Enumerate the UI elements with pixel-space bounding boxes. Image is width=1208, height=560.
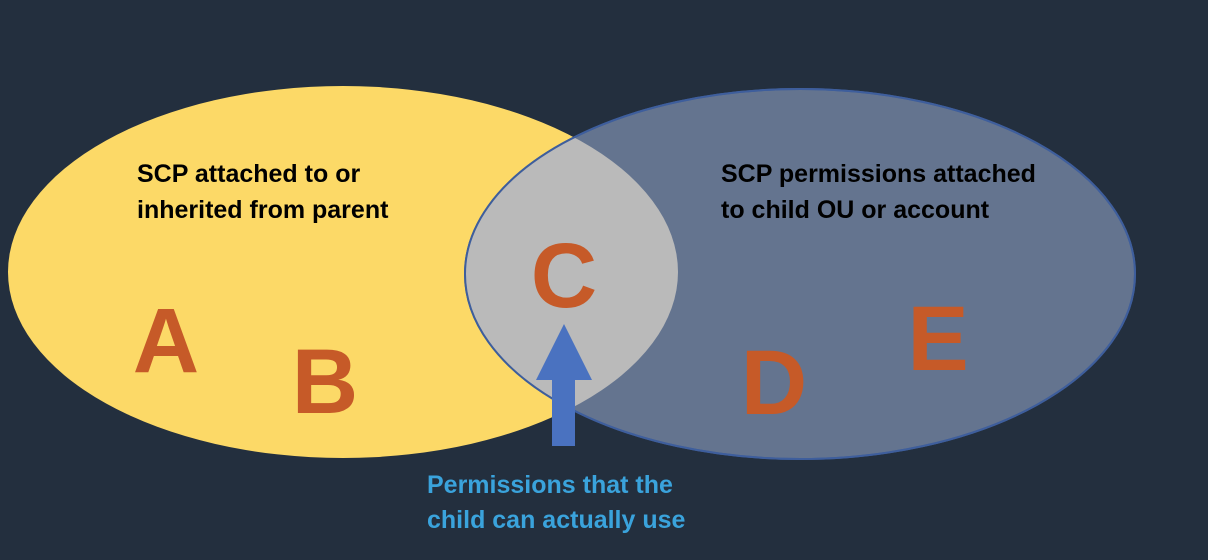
caption-line2: child can actually use	[427, 506, 686, 534]
region-letter-d: D	[741, 332, 807, 434]
up-arrow-icon	[536, 324, 592, 446]
parent-set-label-line2: inherited from parent	[137, 196, 389, 224]
child-set-label-line1: SCP permissions attached	[721, 160, 1036, 188]
region-letter-a: A	[133, 290, 199, 392]
region-letter-e: E	[907, 288, 968, 390]
caption-line1: Permissions that the	[427, 471, 673, 499]
region-letter-b: B	[292, 331, 358, 433]
parent-set-label-line1: SCP attached to or	[137, 160, 360, 188]
region-letter-c: C	[531, 225, 597, 327]
child-scp-set-outline	[464, 88, 1136, 460]
child-set-label-line2: to child OU or account	[721, 196, 990, 224]
